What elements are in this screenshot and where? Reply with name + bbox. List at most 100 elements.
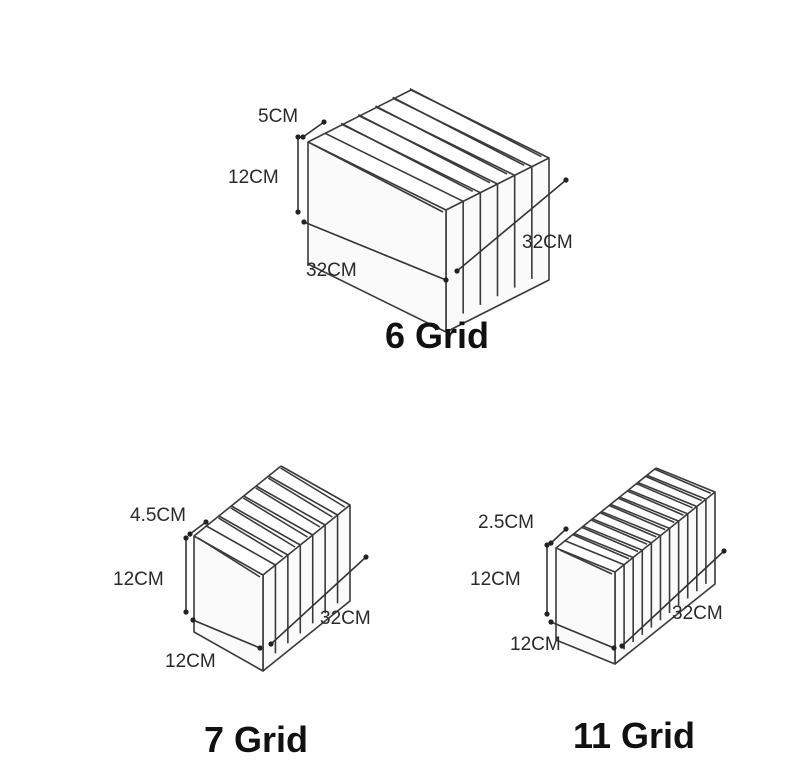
divider-rim: [280, 467, 346, 508]
dimension-end-dot: [183, 609, 189, 615]
front-panel: [193, 535, 264, 672]
dimension-line: [303, 221, 447, 281]
divider-rim: [645, 475, 702, 502]
dimension-end-dot: [548, 619, 554, 625]
front-rim: [311, 143, 444, 213]
left-top-edge: [555, 467, 657, 549]
dimension-line: [550, 621, 615, 649]
box-drawing: [307, 87, 550, 333]
back-edge: [280, 465, 351, 506]
width-label: 12CM: [510, 634, 561, 655]
dimension-end-dot: [187, 531, 193, 537]
height-label: 12CM: [228, 167, 279, 188]
divider-rim: [572, 533, 630, 560]
divider-top-edge: [628, 489, 689, 515]
divider-rim: [218, 517, 284, 558]
dimension-end-dot: [721, 548, 727, 554]
divider-top-edge: [376, 106, 516, 177]
divider-rim: [230, 507, 296, 548]
divider-top-edge: [341, 123, 481, 194]
compartment-width-label: 2.5CM: [478, 512, 534, 533]
box-drawing: [555, 467, 716, 665]
divider-top-edge: [255, 485, 326, 526]
compartment-width-label: 4.5CM: [130, 505, 186, 526]
compartment-width-label: 5CM: [258, 106, 298, 127]
divider-rim: [636, 483, 693, 509]
divider-rim: [627, 490, 684, 516]
divider-top-edge: [359, 115, 498, 185]
front-rim: [197, 537, 261, 578]
dimension-lines: [295, 119, 569, 283]
divider-top-edge: [601, 510, 661, 537]
divider-top-edge: [637, 481, 698, 508]
dimension-line: [456, 179, 567, 272]
divider-top-edge: [268, 475, 338, 516]
dimension-lines: [544, 526, 727, 651]
divider-rim: [581, 526, 639, 553]
dimension-end-dot: [301, 219, 307, 225]
organizer-7-grid: 4.5CM 12CM 12CM 32CM 7 Grid: [113, 465, 371, 760]
divider-rim: [267, 477, 333, 518]
dimension-end-dot: [300, 134, 306, 140]
divider-top-edge: [592, 518, 652, 544]
dimension-end-dot: [563, 177, 569, 183]
divider-top-edge: [230, 505, 301, 546]
divider-rim: [409, 87, 542, 158]
divider-top-edge: [393, 97, 533, 168]
front-rim: [559, 549, 613, 575]
divider-top-edge: [646, 474, 707, 501]
divider-top-edge: [218, 515, 289, 556]
divider-rim: [600, 512, 657, 538]
height-label: 12CM: [113, 569, 164, 590]
front-panel: [555, 547, 616, 665]
divider-rim: [242, 497, 308, 538]
dimension-end-dot: [295, 209, 301, 215]
divider-top-edge: [582, 525, 643, 551]
height-label: 12CM: [470, 569, 521, 590]
dimension-line: [189, 521, 207, 535]
dimension-end-dot: [548, 540, 554, 546]
organizer-11-grid: 2.5CM 12CM 12CM 32CM 11 Grid: [470, 467, 727, 756]
dimension-end-dot: [321, 119, 327, 125]
dimension-end-dot: [544, 611, 550, 617]
dimension-lines: [183, 519, 369, 651]
dimension-line: [270, 556, 367, 645]
divider-top-edge: [324, 132, 464, 203]
dimension-end-dot: [257, 645, 263, 651]
dimension-end-dot: [619, 643, 625, 649]
dimension-line: [302, 121, 325, 138]
length-label: 32CM: [672, 603, 723, 624]
divider-top-edge: [610, 503, 670, 530]
dimension-end-dot: [190, 617, 196, 623]
dimension-end-dot: [268, 641, 274, 647]
dimension-end-dot: [295, 134, 301, 140]
length-label: 32CM: [320, 608, 371, 629]
dimension-end-dot: [203, 519, 209, 525]
width-label: 12CM: [165, 651, 216, 672]
dimension-line: [192, 619, 261, 649]
dimension-end-dot: [443, 277, 449, 283]
divider-rim: [590, 519, 648, 545]
front-panel: [307, 141, 447, 333]
title-6-grid: 6 Grid: [385, 315, 489, 356]
title-7-grid: 7 Grid: [204, 719, 308, 760]
dimension-end-dot: [544, 542, 550, 548]
dimension-end-dot: [363, 554, 369, 560]
divider-rim: [255, 487, 321, 528]
organizer-6-grid: 5CM 12CM 32CM 32CM 6 Grid: [228, 87, 573, 356]
divider-top-edge: [564, 539, 625, 566]
dimension-end-dot: [454, 268, 460, 274]
divider-top-edge: [206, 525, 276, 566]
back-edge: [655, 467, 716, 493]
length-label: 32CM: [522, 232, 573, 253]
dimension-end-dot: [563, 526, 569, 532]
divider-top-edge: [619, 496, 679, 522]
box-drawing: [193, 465, 351, 672]
divider-rim: [618, 497, 675, 524]
divider-rim: [654, 468, 712, 495]
divider-top-edge: [573, 532, 634, 559]
dimension-end-dot: [611, 645, 617, 651]
dimension-line: [621, 550, 725, 647]
divider-rim: [609, 504, 666, 531]
